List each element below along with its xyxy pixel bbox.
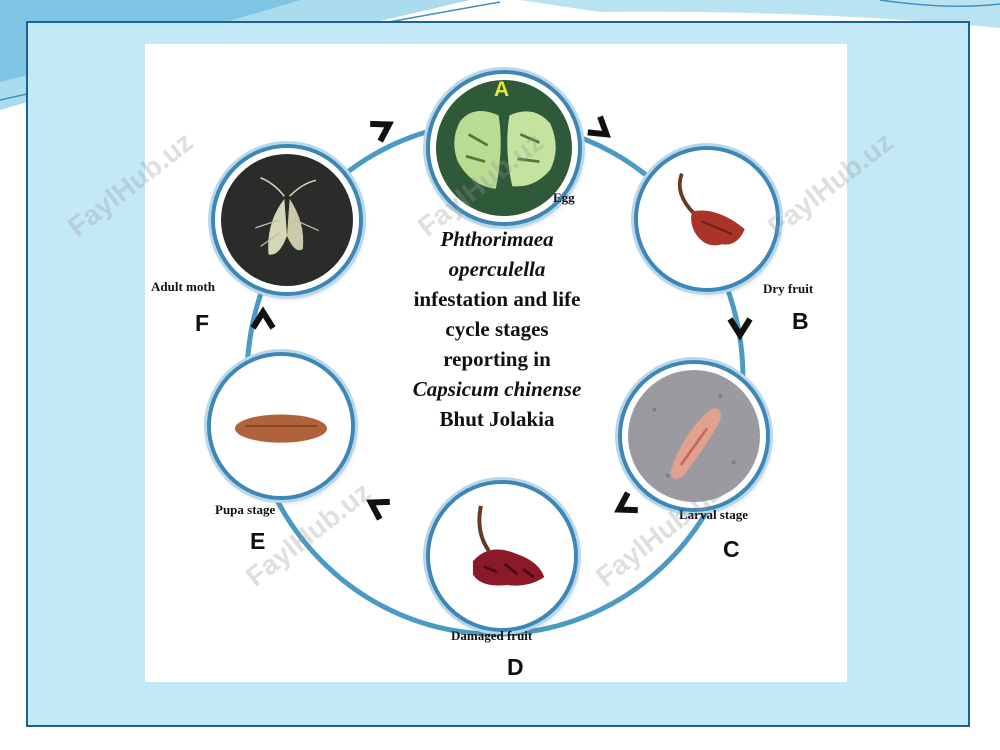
chevron-d-e-icon [366,498,390,521]
title-line-7: Bhut Jolakia [439,407,555,431]
chevron-b-c-icon [727,317,753,341]
chevron-c-d-icon [614,491,638,514]
stage-c-caption: Larval stage [679,507,748,522]
stage-e-letter: E [250,528,266,554]
stage-f-letter: F [195,310,210,336]
chevron-e-f-icon [250,306,276,330]
title-line-6: Capsicum chinense [412,377,582,401]
stage-f-caption: Adult moth [151,279,215,294]
title-line-4: cycle stages [445,317,549,341]
stage-d-damaged-fruit-image [430,484,574,628]
life-cycle-diagram: A Egg Dry fruit B Larval stage C Dama [145,44,847,682]
stage-d-letter: D [507,654,524,680]
stage-e-caption: Pupa stage [215,502,276,517]
stage-b-letter: B [792,308,809,334]
chevron-a-b-icon [587,115,611,138]
title-line-3: infestation and life [413,287,581,311]
title-line-1: Phthorimaea [440,227,554,251]
chevron-f-a-icon [370,120,394,143]
diagram-title: Phthorimaea operculella infestation and … [367,224,627,434]
stage-b-dry-fruit-image [638,150,776,288]
stage-e-pupa-image [211,356,351,496]
stage-a-letter: A [494,78,510,101]
stage-f-adult-moth-image [215,148,359,292]
title-line-2: operculella [448,257,546,281]
stage-d-caption: Damaged fruit [451,628,533,643]
stage-b-caption: Dry fruit [763,281,814,296]
title-line-5: reporting in [443,347,551,371]
stage-a-egg-image [430,74,578,222]
stage-c-letter: C [723,536,740,562]
stage-a-caption: Egg [553,190,575,205]
stage-c-larval-image [622,364,766,508]
